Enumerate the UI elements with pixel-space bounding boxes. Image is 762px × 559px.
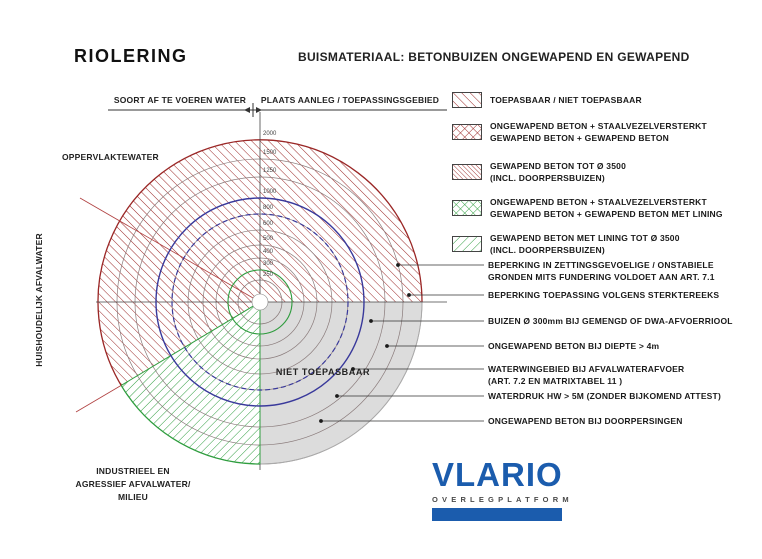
axis-header: SOORT AF TE VOEREN WATER PLAATS AANLEG /… [108,95,447,117]
annotation-pipe-jacking: ONGEWAPEND BETON BIJ DOORPERSINGEN [488,416,683,426]
page-title: RIOLERING [74,46,188,66]
page-subtitle: BUISMATERIAAL: BETONBUIZEN ONGEWAPEND EN… [298,50,690,64]
leader-dot [396,263,400,267]
logo-wordmark: VLARIO [432,456,563,493]
axis-label-application: PLAATS AANLEG / TOEPASSINGSGEBIED [261,95,439,105]
blue-limit-circle-dashed [171,213,349,391]
vlario-logo: VLARIO OVERLEGPLATFORM [432,458,572,521]
logo-tagline: OVERLEGPLATFORM [432,495,573,504]
green-hatch-swatch-icon [452,236,482,252]
zone-label-industrial-2: AGRESSIEF AFVALWATER/ [75,479,190,489]
ring-diameter-label: 300 [263,261,274,267]
zone-label-industrial-3: MILIEU [118,492,148,502]
legend-label: (INCL. DOORPERSBUIZEN) [490,173,605,183]
arrow-left-icon [244,107,250,113]
zone-label-household-wastewater: HUISHOUDELIJK AFVALWATER [34,233,44,367]
ring-diameter-label: 800 [263,205,274,211]
ring-diameter-label: 400 [263,249,274,255]
blue-limit-circle-solid [155,197,365,407]
axis-label-water-type: SOORT AF TE VOEREN WATER [114,95,246,105]
legend-label: ONGEWAPEND BETON + STAALVEZELVERSTERKT [490,197,707,207]
outer-boundary-arcs [97,139,423,465]
ring-diameter-label: 250 [263,272,274,278]
leader-dot [319,419,323,423]
annotation-300mm-pipes: BUIZEN Ø 300mm BIJ GEMENGD OF DWA-AFVOER… [488,316,733,326]
green-lining-limit-circle [227,269,293,335]
annotation-water-extraction-area: WATERWINGEBIED BIJ AFVALWATERAFVOER (ART… [488,364,685,386]
boundary-industrial-extension [75,385,122,413]
annotation-water-pressure: WATERDRUK HW > 5M (ZONDER BIJKOMEND ATTE… [488,391,721,401]
legend-label: TOEPASBAAR / NIET TOEPASBAAR [490,95,642,105]
legend-item: ONGEWAPEND BETON + STAALVEZELVERSTERKT G… [452,120,707,144]
legend-label: GEWAPEND BETON + GEWAPEND BETON [490,133,669,143]
legend-label: ONGEWAPEND BETON + STAALVEZELVERSTERKT [490,121,707,131]
leader-dot [369,319,373,323]
legend-item: ONGEWAPEND BETON + STAALVEZELVERSTERKT G… [452,196,723,220]
center-hub [251,293,269,311]
annotation-leader-dots [319,263,411,423]
boundary-household-industrial [120,301,261,386]
leader-dot [335,394,339,398]
ring-diameter-label: 2000 [263,131,277,137]
red-hatch-swatch-icon [452,92,482,108]
ring-diameter-label: 500 [263,236,274,242]
annotation-settlement-soils: BEPERKING IN ZETTINGSGEVOELIGE / ONSTABI… [488,260,715,282]
legend-label: GEWAPEND BETON TOT Ø 3500 [490,161,626,171]
sector-not-applicable-gray [260,302,422,464]
annotation-leaders [321,264,484,422]
leader-dot [351,367,355,371]
legend-label: (INCL. DOORPERSBUIZEN) [490,245,605,255]
red-cross-swatch-icon [452,124,482,140]
legend-label: GEWAPEND BETON + GEWAPEND BETON MET LINI… [490,209,723,219]
logo-bar [432,508,562,521]
legend-item: GEWAPEND BETON TOT Ø 3500 (INCL. DOORPER… [452,160,626,184]
green-cross-swatch-icon [452,200,482,216]
ring-diameter-labels: 2000 1500 1250 1000 800 600 500 400 300 … [263,131,277,278]
label-not-applicable: NIET TOEPASBAAR [276,367,370,377]
annotation-strength-series: BEPERKING TOEPASSING VOLGENS STERKTEREEK… [488,290,720,300]
zone-label-surface-water: OPPERVLAKTEWATER [62,152,159,162]
legend-item: GEWAPEND BETON MET LINING TOT Ø 3500 (IN… [452,232,680,256]
zone-label-industrial-1: INDUSTRIEEL EN [96,466,170,476]
red-dense-hatch-swatch-icon [452,164,482,180]
ring-diameter-label: 600 [263,221,274,227]
axes-and-boundaries [75,112,447,470]
leader-dot [407,293,411,297]
gray-outer-arc [259,301,423,465]
red-outer-arc [97,139,423,386]
sector-industrial-green [121,302,260,464]
ring-diameter-label: 1250 [263,168,277,174]
legend-item: TOEPASBAAR / NIET TOEPASBAAR [452,92,642,108]
legend-label: GEWAPEND BETON MET LINING TOT Ø 3500 [490,233,680,243]
leader-dot [385,344,389,348]
ring-diameter-label: 1500 [263,150,277,156]
annotation-depth-4m: ONGEWAPEND BETON BIJ DIEPTE > 4m [488,341,660,351]
arrow-right-icon [256,107,262,113]
ring-diameter-label: 1000 [263,189,277,195]
green-outer-arc [120,385,261,465]
